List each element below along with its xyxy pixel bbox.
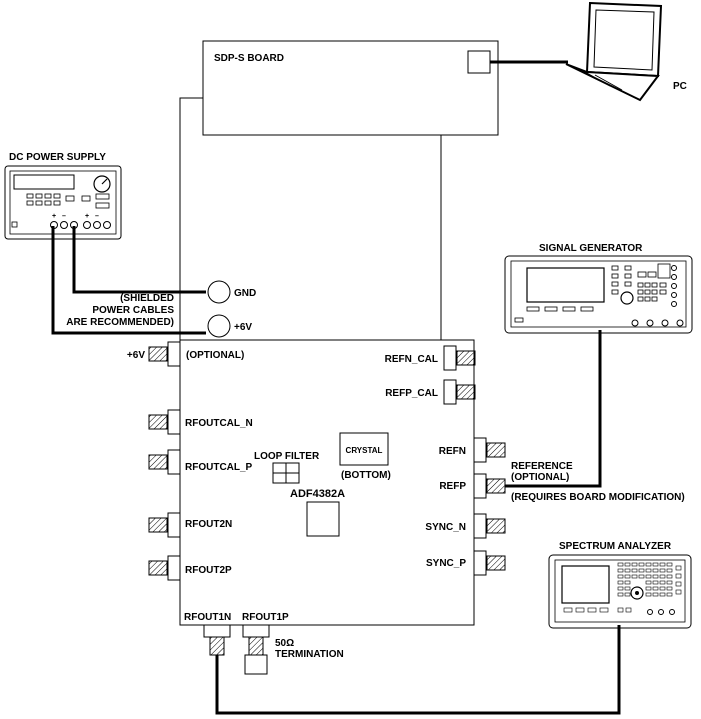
- plus6v-terminal: [207, 314, 231, 338]
- svg-text:+: +: [85, 213, 89, 220]
- refn-cal-label: REFN_CAL: [385, 354, 438, 365]
- crystal-bottom-label: (BOTTOM): [341, 470, 391, 481]
- signal-generator-label: SIGNAL GENERATOR: [539, 243, 643, 254]
- gnd-cable: [72, 226, 206, 294]
- crystal-label: CRYSTAL: [346, 446, 383, 455]
- gnd-label: GND: [234, 288, 256, 299]
- opt-6v-label: +6V: [127, 350, 145, 361]
- adf4382a-eval-board: [179, 339, 475, 626]
- connector-rfout1n: [203, 624, 231, 656]
- termination-line2: TERMINATION: [275, 649, 344, 660]
- connector-refp: [473, 473, 506, 499]
- loop-filter: [272, 462, 300, 484]
- svg-text:+: +: [52, 213, 56, 220]
- cable-note-line3: ARE RECOMMENDED): [66, 317, 174, 328]
- usb-port: [467, 50, 491, 74]
- cable-note-line1: (SHIELDED: [120, 293, 174, 304]
- sync-n-label: SYNC_N: [425, 522, 466, 533]
- dc-power-supply-label: DC POWER SUPPLY: [9, 152, 106, 163]
- dc-power-supply: + – + –: [4, 165, 122, 240]
- signal-generator: [504, 255, 693, 334]
- sdp-s-board: SDP-S BOARD: [202, 40, 499, 136]
- connector-opt-6v: [148, 341, 181, 367]
- reference-line2: (OPTIONAL): [511, 472, 569, 483]
- connector-rfoutcal-p: [148, 449, 181, 475]
- sync-p-label: SYNC_P: [426, 558, 466, 569]
- laptop-icon: [565, 1, 663, 102]
- gnd-terminal: [207, 280, 231, 304]
- connector-rfout2n: [148, 512, 181, 538]
- termination-line1: 50Ω: [275, 638, 294, 649]
- connector-refn: [473, 437, 506, 463]
- termination-block: [244, 654, 268, 675]
- plus6v-label: +6V: [234, 322, 252, 333]
- optional-label: (OPTIONAL): [186, 350, 244, 361]
- refp-label: REFP: [439, 481, 466, 492]
- rfout-cable: [215, 625, 621, 715]
- reference-line1: REFERENCE: [511, 461, 573, 472]
- rfoutcal-p-label: RFOUTCAL_P: [185, 462, 253, 473]
- crystal: [339, 432, 389, 466]
- cable-note-line2: POWER CABLES: [92, 305, 174, 316]
- chip-label: ADF4382A: [290, 488, 345, 500]
- connector-refp-cal: [443, 379, 476, 405]
- sdp-s-board-label: SDP-S BOARD: [214, 53, 284, 64]
- svg-text:–: –: [95, 213, 99, 220]
- connector-rfoutcal-n: [148, 409, 181, 435]
- pc-label: PC: [673, 81, 687, 92]
- spectrum-analyzer-label: SPECTRUM ANALYZER: [559, 541, 672, 552]
- connector-rfout2p: [148, 555, 181, 581]
- refn-label: REFN: [439, 446, 466, 457]
- rfout1n-label: RFOUT1N: [184, 612, 231, 623]
- connector-sync-n: [473, 513, 506, 539]
- connector-refn-cal: [443, 345, 476, 371]
- svg-text:–: –: [62, 213, 66, 220]
- connector-rfout1p: [242, 624, 270, 675]
- refp-cal-label: REFP_CAL: [385, 388, 438, 399]
- loop-filter-label: LOOP FILTER: [254, 451, 320, 462]
- rfout2n-label: RFOUT2N: [185, 519, 232, 530]
- rfout2p-label: RFOUT2P: [185, 565, 232, 576]
- reference-line3: (REQUIRES BOARD MODIFICATION): [511, 492, 685, 503]
- spectrum-analyzer: [548, 554, 692, 629]
- connector-sync-p: [473, 550, 506, 576]
- rfout1p-label: RFOUT1P: [242, 612, 289, 623]
- sdp-wire-left: [179, 97, 203, 340]
- adf4382a-chip: [306, 501, 340, 537]
- reference-cable: [505, 330, 602, 488]
- plus6v-cable: [51, 226, 206, 335]
- rfoutcal-n-label: RFOUTCAL_N: [185, 418, 253, 429]
